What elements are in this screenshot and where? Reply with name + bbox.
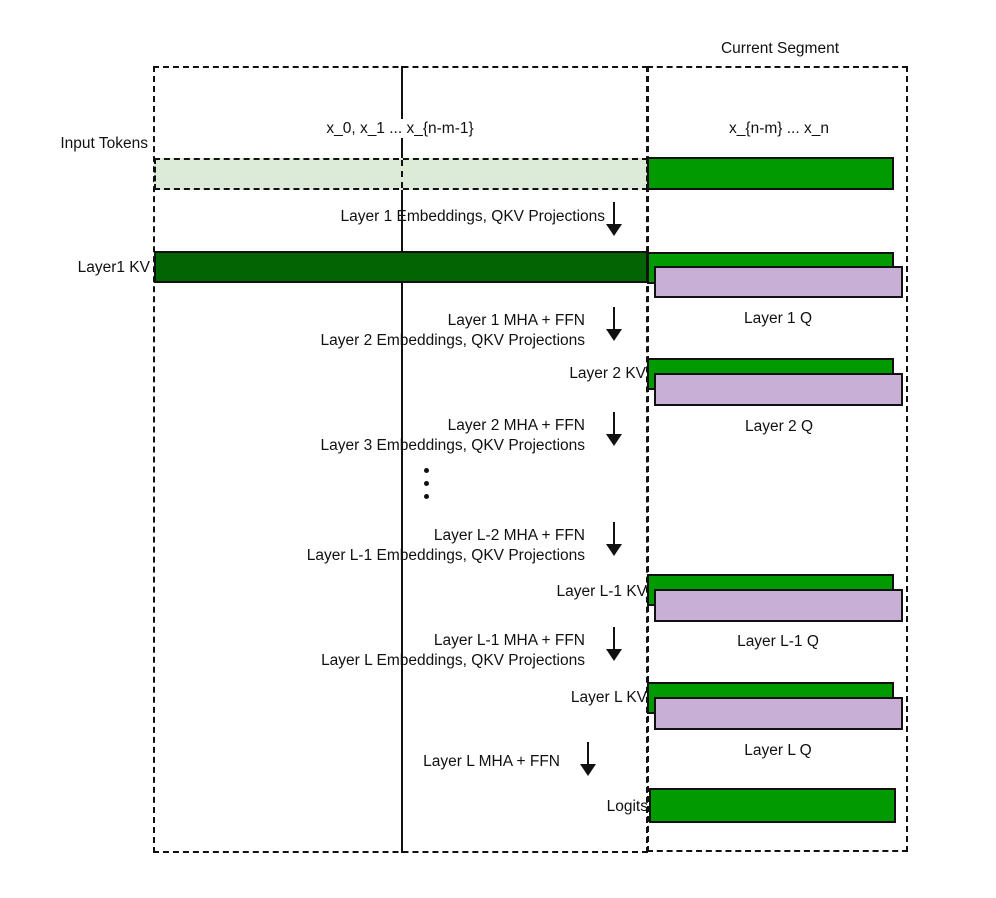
down-arrow-icon <box>606 202 622 236</box>
step-line: Layer 1 MHA + FFN <box>447 312 585 329</box>
step-layerL2-mha-label: Layer L-2 MHA + FFN Layer L-1 Embeddings… <box>307 526 585 566</box>
logits-bar <box>649 788 896 823</box>
step-line: Layer L-2 MHA + FFN <box>433 527 585 544</box>
layerL1-kv-label: Layer L-1 KV <box>556 583 647 600</box>
current-segment-box <box>647 66 908 852</box>
layerL1-q-label: Layer L-1 Q <box>737 633 819 650</box>
down-arrow-icon <box>580 742 596 776</box>
arrow-stem <box>613 307 615 329</box>
step-layerL-mha-label: Layer L MHA + FFN <box>423 752 560 772</box>
history-token-range-label: x_0, x_1 ... x_{n-m-1} <box>323 119 477 138</box>
layerL-kv-label: Layer L KV <box>570 689 647 706</box>
arrow-stem <box>613 627 615 649</box>
step-line: Layer L Embeddings, QKV Projections <box>321 652 585 669</box>
step-line: Layer 2 Embeddings, QKV Projections <box>320 332 586 349</box>
step-layer1-mha-label: Layer 1 MHA + FFN Layer 2 Embeddings, QK… <box>321 311 586 351</box>
current-segment-label: Current Segment <box>720 40 840 57</box>
step-layer1-embeddings-label: Layer 1 Embeddings, QKV Projections <box>341 207 606 227</box>
layer2-q-label: Layer 2 Q <box>744 418 814 435</box>
current-input-bar <box>647 157 894 190</box>
step-line: Layer 2 MHA + FFN <box>447 417 585 434</box>
arrow-stem <box>613 522 615 544</box>
step-layerL1-mha-label: Layer L-1 MHA + FFN Layer L Embeddings, … <box>321 631 585 671</box>
arrow-head <box>606 224 622 236</box>
input-tokens-label: Input Tokens <box>60 135 148 152</box>
arrow-stem <box>613 202 615 224</box>
layer1-q-bar <box>654 266 903 298</box>
step-line: Layer L MHA + FFN <box>423 753 560 770</box>
arrow-head <box>606 649 622 661</box>
arrow-stem <box>587 742 589 764</box>
arrow-head <box>606 329 622 341</box>
dot <box>424 481 429 486</box>
layer2-kv-label: Layer 2 KV <box>569 365 646 382</box>
arrow-head <box>606 434 622 446</box>
layer1-q-label: Layer 1 Q <box>743 310 813 327</box>
dot <box>424 494 429 499</box>
layer1-kv-cache-bar <box>154 251 648 283</box>
layerL-q-label: Layer L Q <box>744 742 812 759</box>
down-arrow-icon <box>606 307 622 341</box>
ellipsis-vertical-icon <box>424 468 429 499</box>
arrow-stem <box>613 412 615 434</box>
down-arrow-icon <box>606 412 622 446</box>
layer1-kv-label: Layer1 KV <box>77 259 150 276</box>
arrow-head <box>580 764 596 776</box>
layerL1-q-bar <box>654 589 903 622</box>
arrow-head <box>606 544 622 556</box>
dot <box>424 468 429 473</box>
divider-dash-through-input-bar <box>401 160 403 188</box>
step-line: Layer L-1 MHA + FFN <box>433 632 585 649</box>
step-layer2-mha-label: Layer 2 MHA + FFN Layer 3 Embeddings, QK… <box>321 416 586 456</box>
layer2-q-bar <box>654 373 903 406</box>
layerL-q-bar <box>654 697 903 730</box>
down-arrow-icon <box>606 522 622 556</box>
current-token-range-label: x_{n-m} ... x_n <box>729 120 829 137</box>
step-line: Layer L-1 Embeddings, QKV Projections <box>306 547 585 564</box>
down-arrow-icon <box>606 627 622 661</box>
step-line: Layer 3 Embeddings, QKV Projections <box>320 437 586 454</box>
step-line: Layer 1 Embeddings, QKV Projections <box>340 208 606 225</box>
logits-label: Logits <box>606 798 648 815</box>
segment-divider-line <box>401 66 403 853</box>
